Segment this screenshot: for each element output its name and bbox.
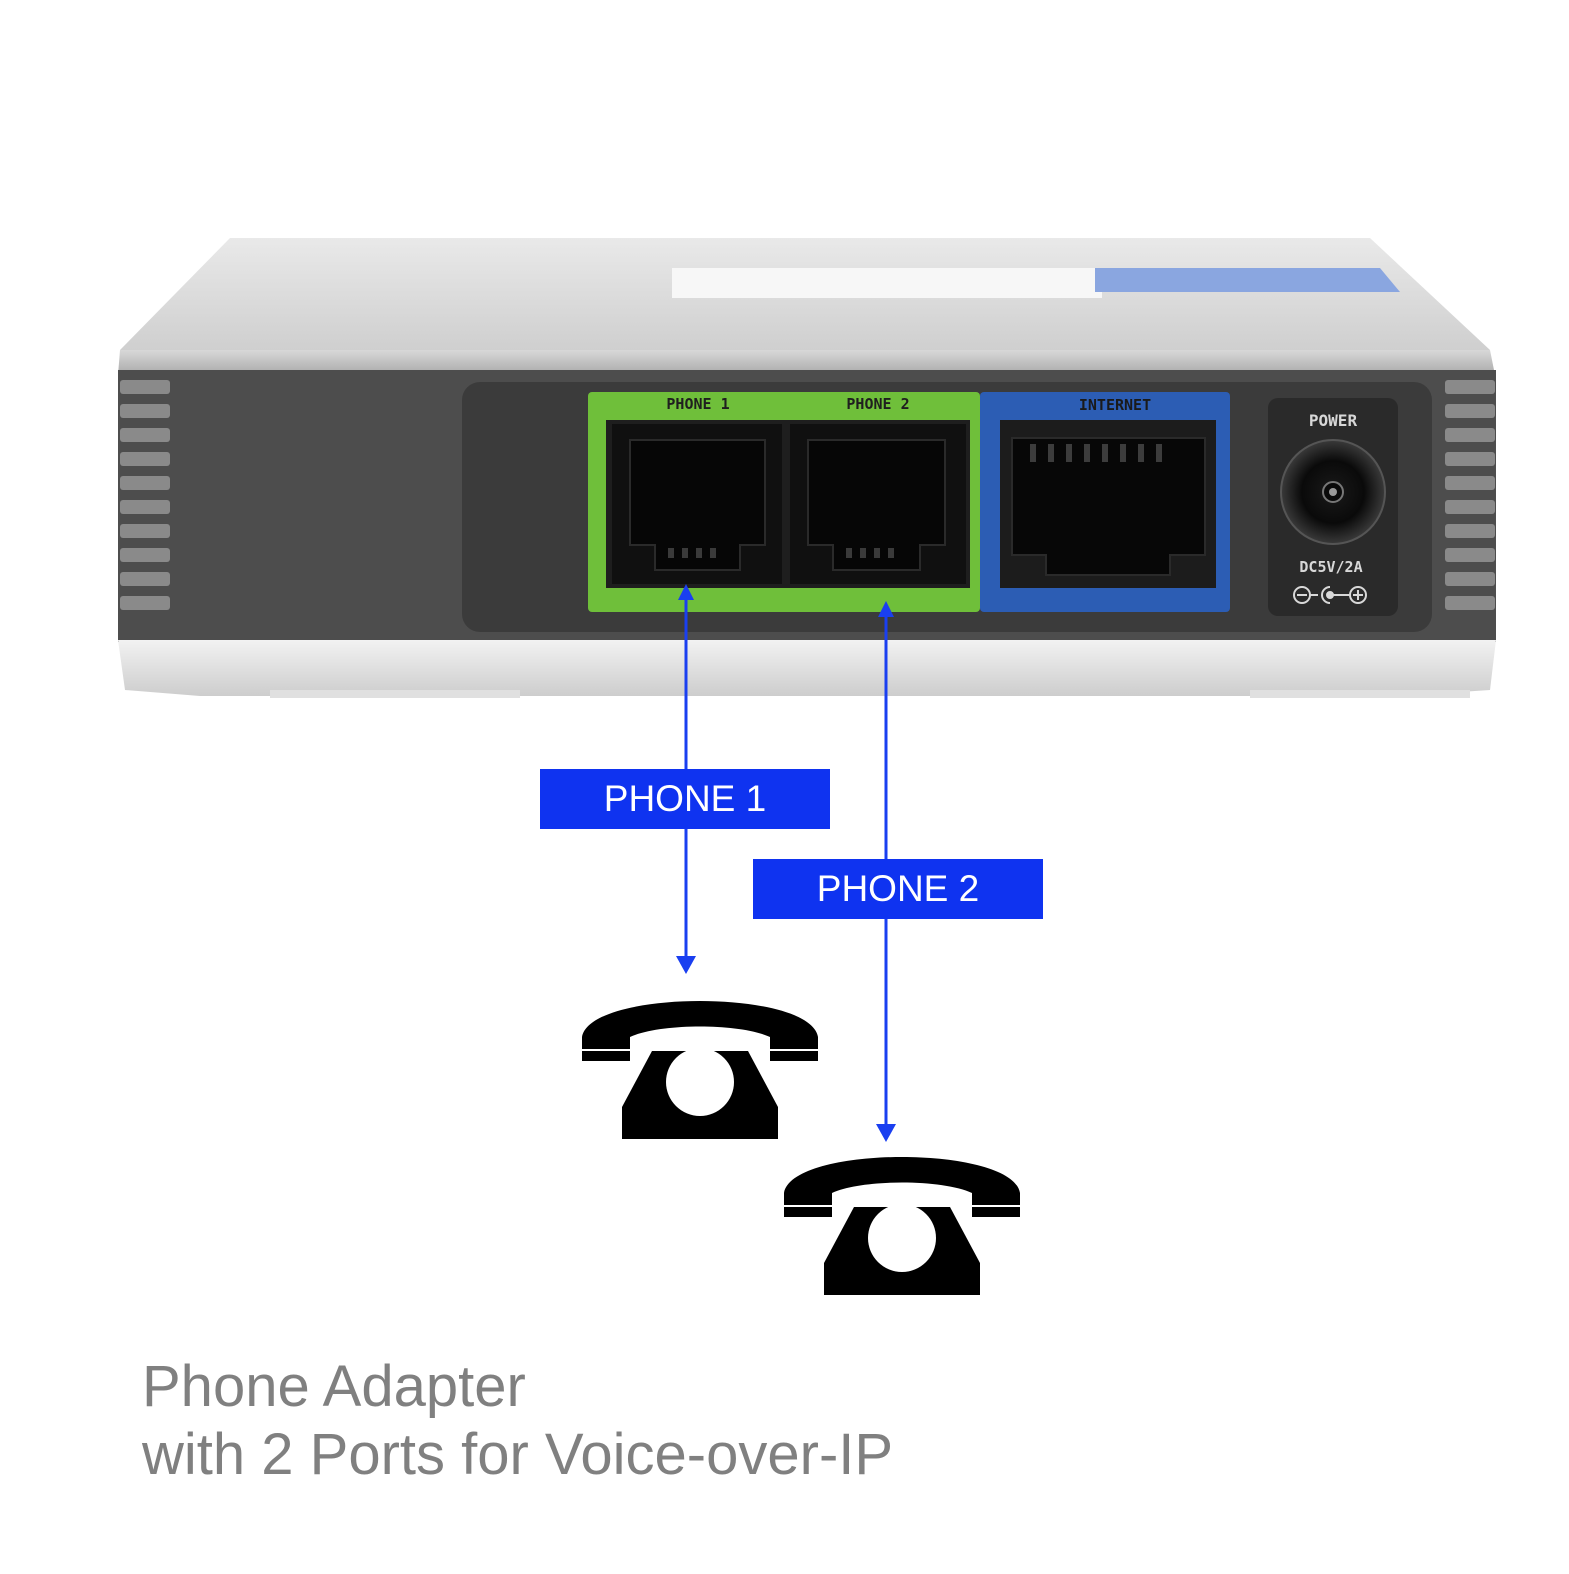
device-lid-edge (118, 350, 1495, 375)
power-jack-icon[interactable] (1280, 439, 1386, 545)
telephone-icon (582, 1001, 818, 1139)
callout-phone-1: PHONE 1 (540, 769, 830, 829)
internet-port[interactable] (1000, 420, 1216, 588)
telephone-icon (784, 1157, 1020, 1295)
device-base (118, 640, 1496, 696)
vent-grille-left (120, 380, 170, 610)
caption-title: Phone Adapter (142, 1354, 526, 1419)
phone-1-port[interactable] (612, 424, 782, 584)
port-label-internet: INTERNET (1079, 396, 1151, 414)
device-foot-right (1250, 690, 1470, 698)
port-label-phone-1: PHONE 1 (666, 395, 729, 413)
port-label-phone-2: PHONE 2 (846, 395, 909, 413)
power-label: POWER (1309, 411, 1358, 430)
polarity-symbol-icon (1293, 586, 1367, 604)
phone-2-port[interactable] (790, 424, 966, 584)
power-rating-label: DC5V/2A (1299, 558, 1362, 576)
callout-phone-2: PHONE 2 (753, 859, 1043, 919)
device-foot-left (270, 690, 520, 698)
vent-grille-right (1445, 380, 1495, 610)
device-top-stripe (1095, 268, 1400, 292)
device-label-window (672, 268, 1102, 298)
caption-subtitle: with 2 Ports for Voice-over-IP (142, 1422, 894, 1487)
